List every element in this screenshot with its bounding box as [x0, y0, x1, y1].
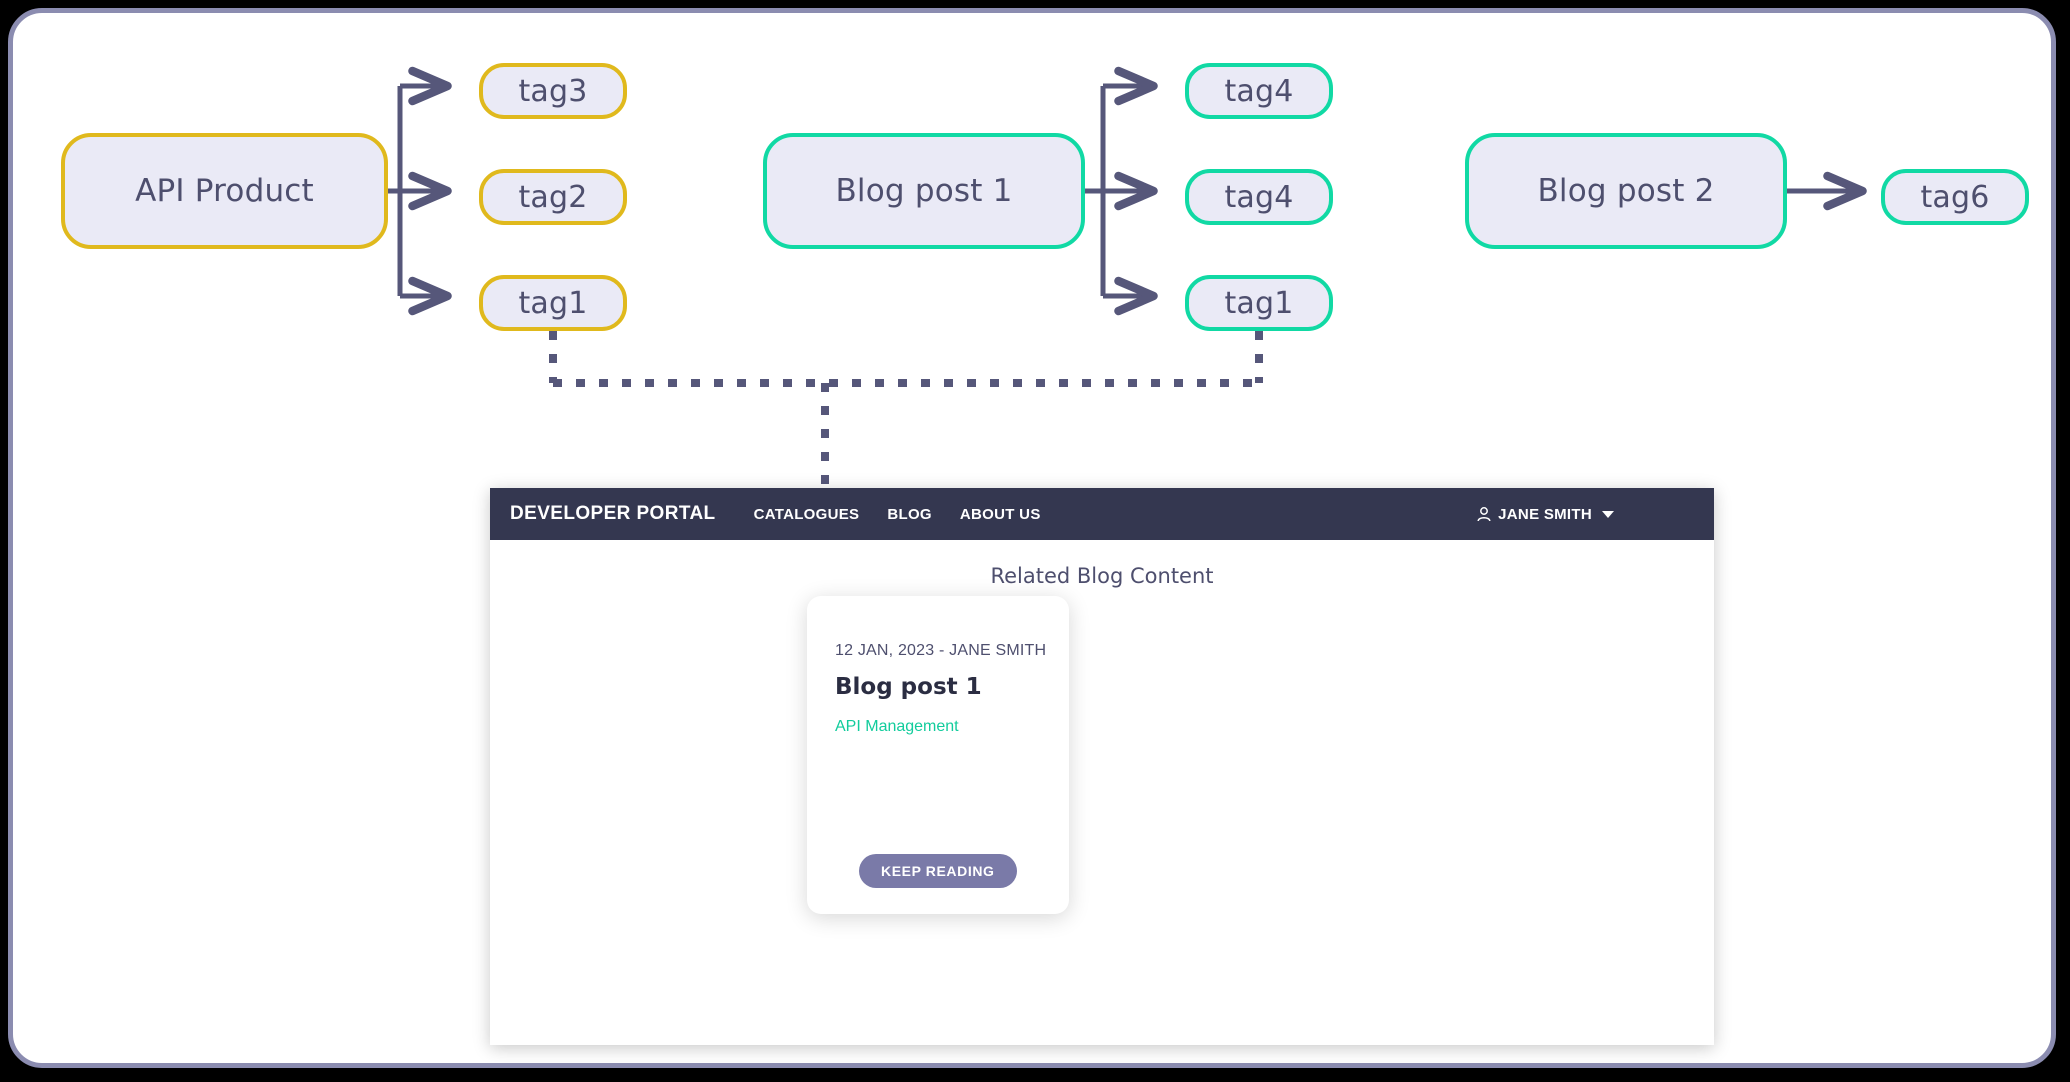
nav-link-catalogues[interactable]: CATALOGUES: [753, 505, 860, 523]
node-tag-tag6[interactable]: tag6: [1881, 169, 2029, 225]
node-label: tag4: [1224, 179, 1294, 215]
chevron-down-icon: [1602, 510, 1614, 518]
portal-nav-links: CATALOGUES BLOG ABOUT US: [754, 506, 1041, 523]
node-label: tag4: [1224, 73, 1294, 109]
node-tag-tag3[interactable]: tag3: [479, 63, 627, 119]
node-tag-tag2[interactable]: tag2: [479, 169, 627, 225]
node-label: API Product: [135, 173, 314, 209]
node-label: tag3: [518, 73, 588, 109]
node-label: tag2: [518, 179, 588, 215]
user-menu[interactable]: JANE SMITH: [1476, 488, 1614, 540]
node-tag-tag4-b[interactable]: tag4: [1185, 169, 1333, 225]
blog-card-meta: 12 JAN, 2023 - JANE SMITH: [835, 642, 1047, 659]
blog-card[interactable]: 12 JAN, 2023 - JANE SMITH Blog post 1 AP…: [807, 596, 1069, 914]
node-tag-tag4-a[interactable]: tag4: [1185, 63, 1333, 119]
nav-link-about-us[interactable]: ABOUT US: [959, 505, 1041, 523]
node-tag-tag1-blog[interactable]: tag1: [1185, 275, 1333, 331]
node-blog-post-1[interactable]: Blog post 1: [763, 133, 1085, 249]
blog-card-title: Blog post 1: [835, 674, 982, 700]
user-name: JANE SMITH: [1498, 505, 1592, 523]
node-blog-post-2[interactable]: Blog post 2: [1465, 133, 1787, 249]
app-frame: API Product tag3 tag2 tag1 Blog post 1 t…: [8, 8, 2056, 1068]
node-api-product[interactable]: API Product: [61, 133, 388, 249]
node-label: Blog post 2: [1537, 173, 1715, 209]
developer-portal-panel: DEVELOPER PORTAL CATALOGUES BLOG ABOUT U…: [490, 488, 1714, 1045]
blog-card-tag-link[interactable]: API Management: [835, 718, 959, 735]
nav-link-blog[interactable]: BLOG: [887, 505, 932, 523]
portal-brand[interactable]: DEVELOPER PORTAL: [510, 503, 716, 524]
node-label: tag1: [1224, 285, 1294, 321]
node-label: tag1: [518, 285, 588, 321]
person-icon: [1477, 506, 1491, 521]
related-blog-heading: Related Blog Content: [990, 564, 1214, 588]
diagram-canvas: API Product tag3 tag2 tag1 Blog post 1 t…: [13, 13, 2051, 1063]
keep-reading-button[interactable]: KEEP READING: [859, 854, 1017, 888]
node-label: tag6: [1920, 179, 1990, 215]
portal-navbar: DEVELOPER PORTAL CATALOGUES BLOG ABOUT U…: [490, 488, 1714, 540]
node-tag-tag1-api[interactable]: tag1: [479, 275, 627, 331]
node-label: Blog post 1: [835, 173, 1013, 209]
